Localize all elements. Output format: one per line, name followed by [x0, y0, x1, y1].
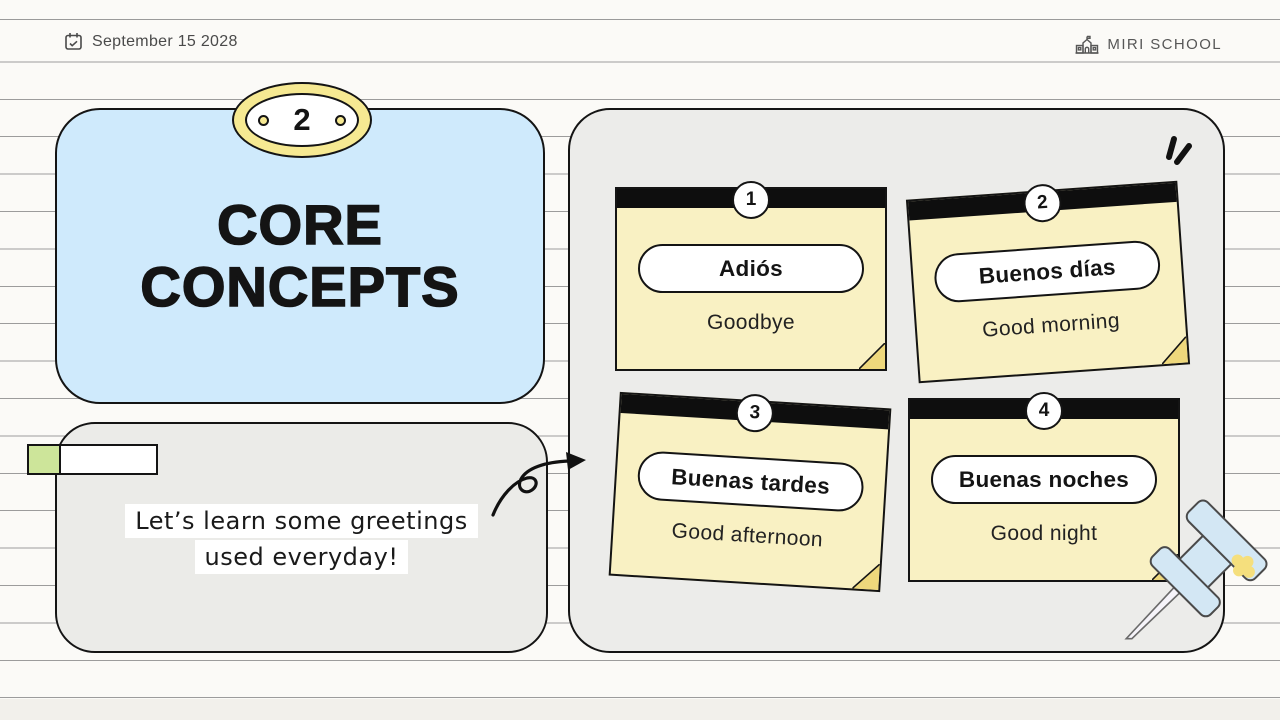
translation-label: Goodbye: [706, 311, 796, 334]
school-building-icon: [1075, 33, 1099, 55]
header-date: September 15 2028: [64, 32, 238, 51]
emphasis-sparkle-icon: [1166, 136, 1192, 165]
curved-loop-arrow-icon: [491, 452, 586, 517]
badge-number: 2: [293, 102, 311, 137]
badge-dot-right: [335, 114, 346, 126]
school-brand: MIRI SCHOOL: [1075, 33, 1222, 55]
corner-fold: [852, 563, 880, 591]
sticky-note: 3 Buenas tardes Good afternoon: [608, 391, 892, 593]
school-name: MIRI SCHOOL: [1107, 35, 1222, 53]
calendar-check-icon: [64, 32, 83, 51]
term-pill: Buenos días: [932, 239, 1162, 304]
term-pill: Adiós: [638, 244, 864, 293]
sticky-note: 4 Buenas noches Good night: [908, 392, 1180, 582]
note-number-badge: 4: [1025, 392, 1063, 430]
note-number-badge: 2: [1022, 182, 1063, 224]
bottom-margin-band: [0, 699, 1280, 720]
date-text: September 15 2028: [92, 32, 238, 50]
highlight-bar: [27, 444, 158, 475]
term-pill: Buenas noches: [931, 455, 1157, 504]
header-top-rule: [0, 19, 1280, 20]
translation-label: Good night: [990, 522, 1098, 545]
term-pill: Buenas tardes: [636, 450, 865, 513]
note-number-badge: 1: [732, 181, 770, 219]
intro-text: Let’s learn some greetings used everyday…: [55, 503, 548, 575]
section-number-badge: 2: [232, 82, 372, 158]
corner-fold: [1161, 336, 1188, 365]
badge-dot-left: [258, 114, 269, 126]
pushpin-icon: [1124, 499, 1268, 640]
highlight-bar-green: [29, 446, 61, 473]
intro-text-line-1: Let’s learn some greetings: [125, 504, 478, 538]
page-title: CORE CONCEPTS: [140, 193, 460, 318]
sticky-note: 1 Adiós Goodbye: [615, 181, 887, 371]
translation-label: Good afternoon: [671, 519, 824, 552]
translation-label: Good morning: [981, 309, 1121, 342]
badge-face: 2: [245, 93, 359, 147]
corner-fold: [859, 343, 885, 369]
intro-text-line-2: used everyday!: [194, 540, 409, 574]
sticky-note: 2 Buenos días Good morning: [905, 180, 1191, 384]
